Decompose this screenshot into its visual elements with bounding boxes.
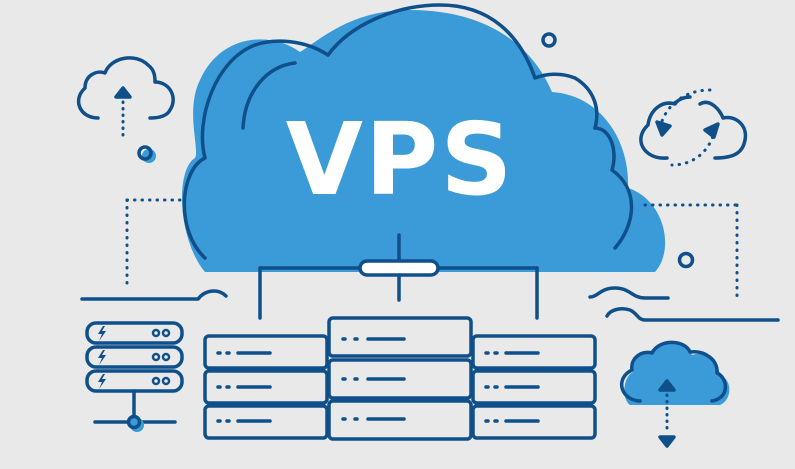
network-connector: [258, 259, 539, 320]
bolt-icon: [98, 326, 106, 389]
server-rack-grid: [203, 316, 597, 441]
upload-cloud-icon: [76, 56, 175, 163]
main-cloud-icon: [182, 3, 666, 272]
decor-circle: [677, 251, 695, 269]
sync-cloud-icon: [639, 88, 748, 167]
wave-line-right-2: [605, 307, 780, 322]
download-cloud-icon: [620, 340, 730, 448]
server-stack-icon: [85, 321, 184, 432]
decor-circle: [541, 32, 557, 48]
dotted-connector-left: [125, 198, 182, 292]
wave-line-left: [80, 289, 228, 301]
wave-line-right-1: [588, 286, 670, 300]
vps-title: VPS: [285, 101, 515, 218]
dotted-connector-right: [643, 203, 739, 300]
